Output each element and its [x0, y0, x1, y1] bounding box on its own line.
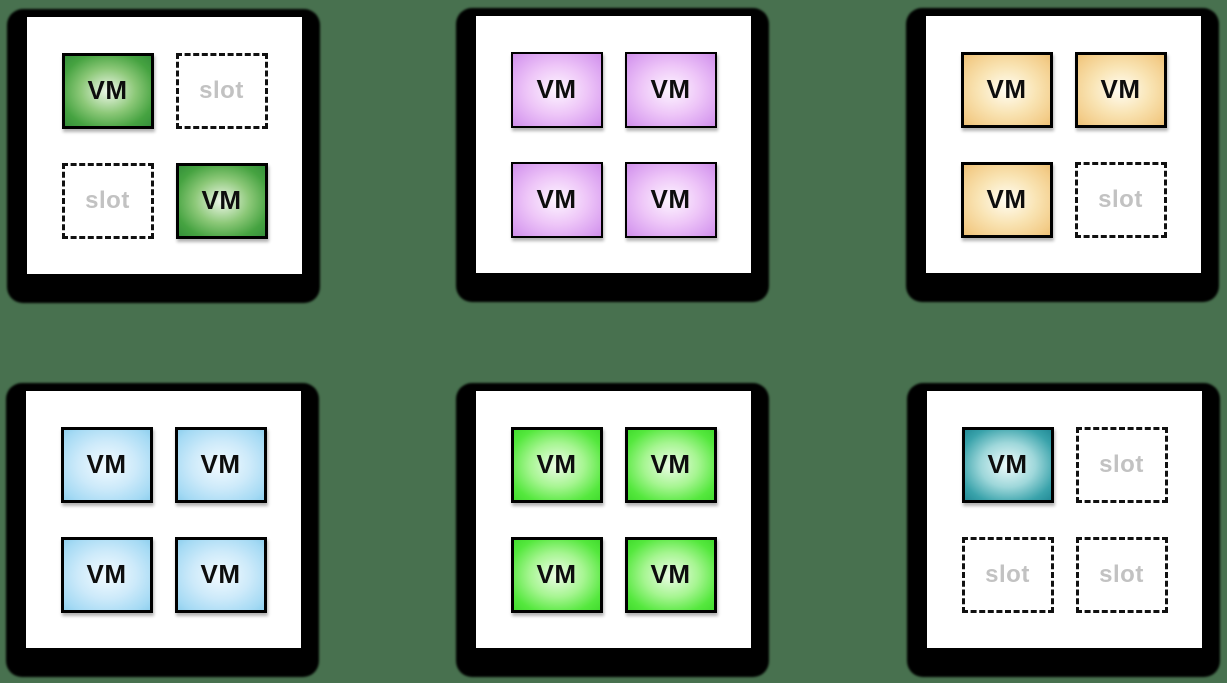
- host-1: VM slot slot VM: [7, 9, 320, 303]
- slot-label: slot: [85, 186, 130, 214]
- host-5: VM VM VM VM: [456, 383, 769, 677]
- vm-label: VM: [1100, 74, 1141, 104]
- host-3: VM VM VM slot: [906, 8, 1219, 302]
- vm-label: VM: [986, 74, 1027, 104]
- vm-box: VM: [174, 426, 267, 503]
- host-box: VM slot slot VM: [24, 14, 305, 277]
- vm-box: VM: [624, 51, 717, 128]
- slot-label: slot: [1099, 560, 1144, 588]
- vm-box: VM: [510, 536, 603, 613]
- vm-label: VM: [87, 75, 128, 105]
- vm-box: VM: [624, 536, 717, 613]
- vm-box: VM: [624, 426, 717, 503]
- host-box: VM VM VM slot: [923, 13, 1204, 276]
- slot-box: slot: [175, 52, 268, 129]
- slot-label: slot: [199, 76, 244, 104]
- vm-box: VM: [174, 536, 267, 613]
- vm-label: VM: [86, 449, 127, 479]
- vm-label: VM: [650, 559, 691, 589]
- vm-box: VM: [510, 161, 603, 238]
- slot-box: slot: [1074, 161, 1167, 238]
- vm-label: VM: [201, 185, 242, 215]
- vm-box: VM: [510, 426, 603, 503]
- vm-box: VM: [960, 51, 1053, 128]
- vm-label: VM: [650, 184, 691, 214]
- slot-box: slot: [61, 162, 154, 239]
- host-box: VM VM VM VM: [473, 13, 754, 276]
- vm-label: VM: [536, 449, 577, 479]
- vm-box: VM: [60, 536, 153, 613]
- vm-label: VM: [986, 184, 1027, 214]
- vm-label: VM: [536, 559, 577, 589]
- vm-label: VM: [650, 74, 691, 104]
- vm-label: VM: [536, 74, 577, 104]
- host-box: VM VM VM VM: [23, 388, 304, 651]
- slot-box: slot: [961, 536, 1054, 613]
- vm-box: VM: [60, 426, 153, 503]
- vm-box: VM: [960, 161, 1053, 238]
- slot-box: slot: [1075, 536, 1168, 613]
- vm-box: VM: [961, 426, 1054, 503]
- vm-label: VM: [200, 559, 241, 589]
- vm-box: VM: [510, 51, 603, 128]
- slot-box: slot: [1075, 426, 1168, 503]
- host-4: VM VM VM VM: [6, 383, 319, 677]
- host-6: VM slot slot slot: [907, 383, 1220, 677]
- vm-box: VM: [61, 52, 154, 129]
- vm-label: VM: [200, 449, 241, 479]
- vm-box: VM: [1074, 51, 1167, 128]
- slot-label: slot: [1099, 450, 1144, 478]
- host-box: VM VM VM VM: [473, 388, 754, 651]
- host-2: VM VM VM VM: [456, 8, 769, 302]
- vm-label: VM: [650, 449, 691, 479]
- vm-box: VM: [624, 161, 717, 238]
- slot-label: slot: [985, 560, 1030, 588]
- slot-label: slot: [1098, 185, 1143, 213]
- vm-box: VM: [175, 162, 268, 239]
- vm-label: VM: [536, 184, 577, 214]
- vm-label: VM: [987, 449, 1028, 479]
- host-box: VM slot slot slot: [924, 388, 1205, 651]
- vm-label: VM: [86, 559, 127, 589]
